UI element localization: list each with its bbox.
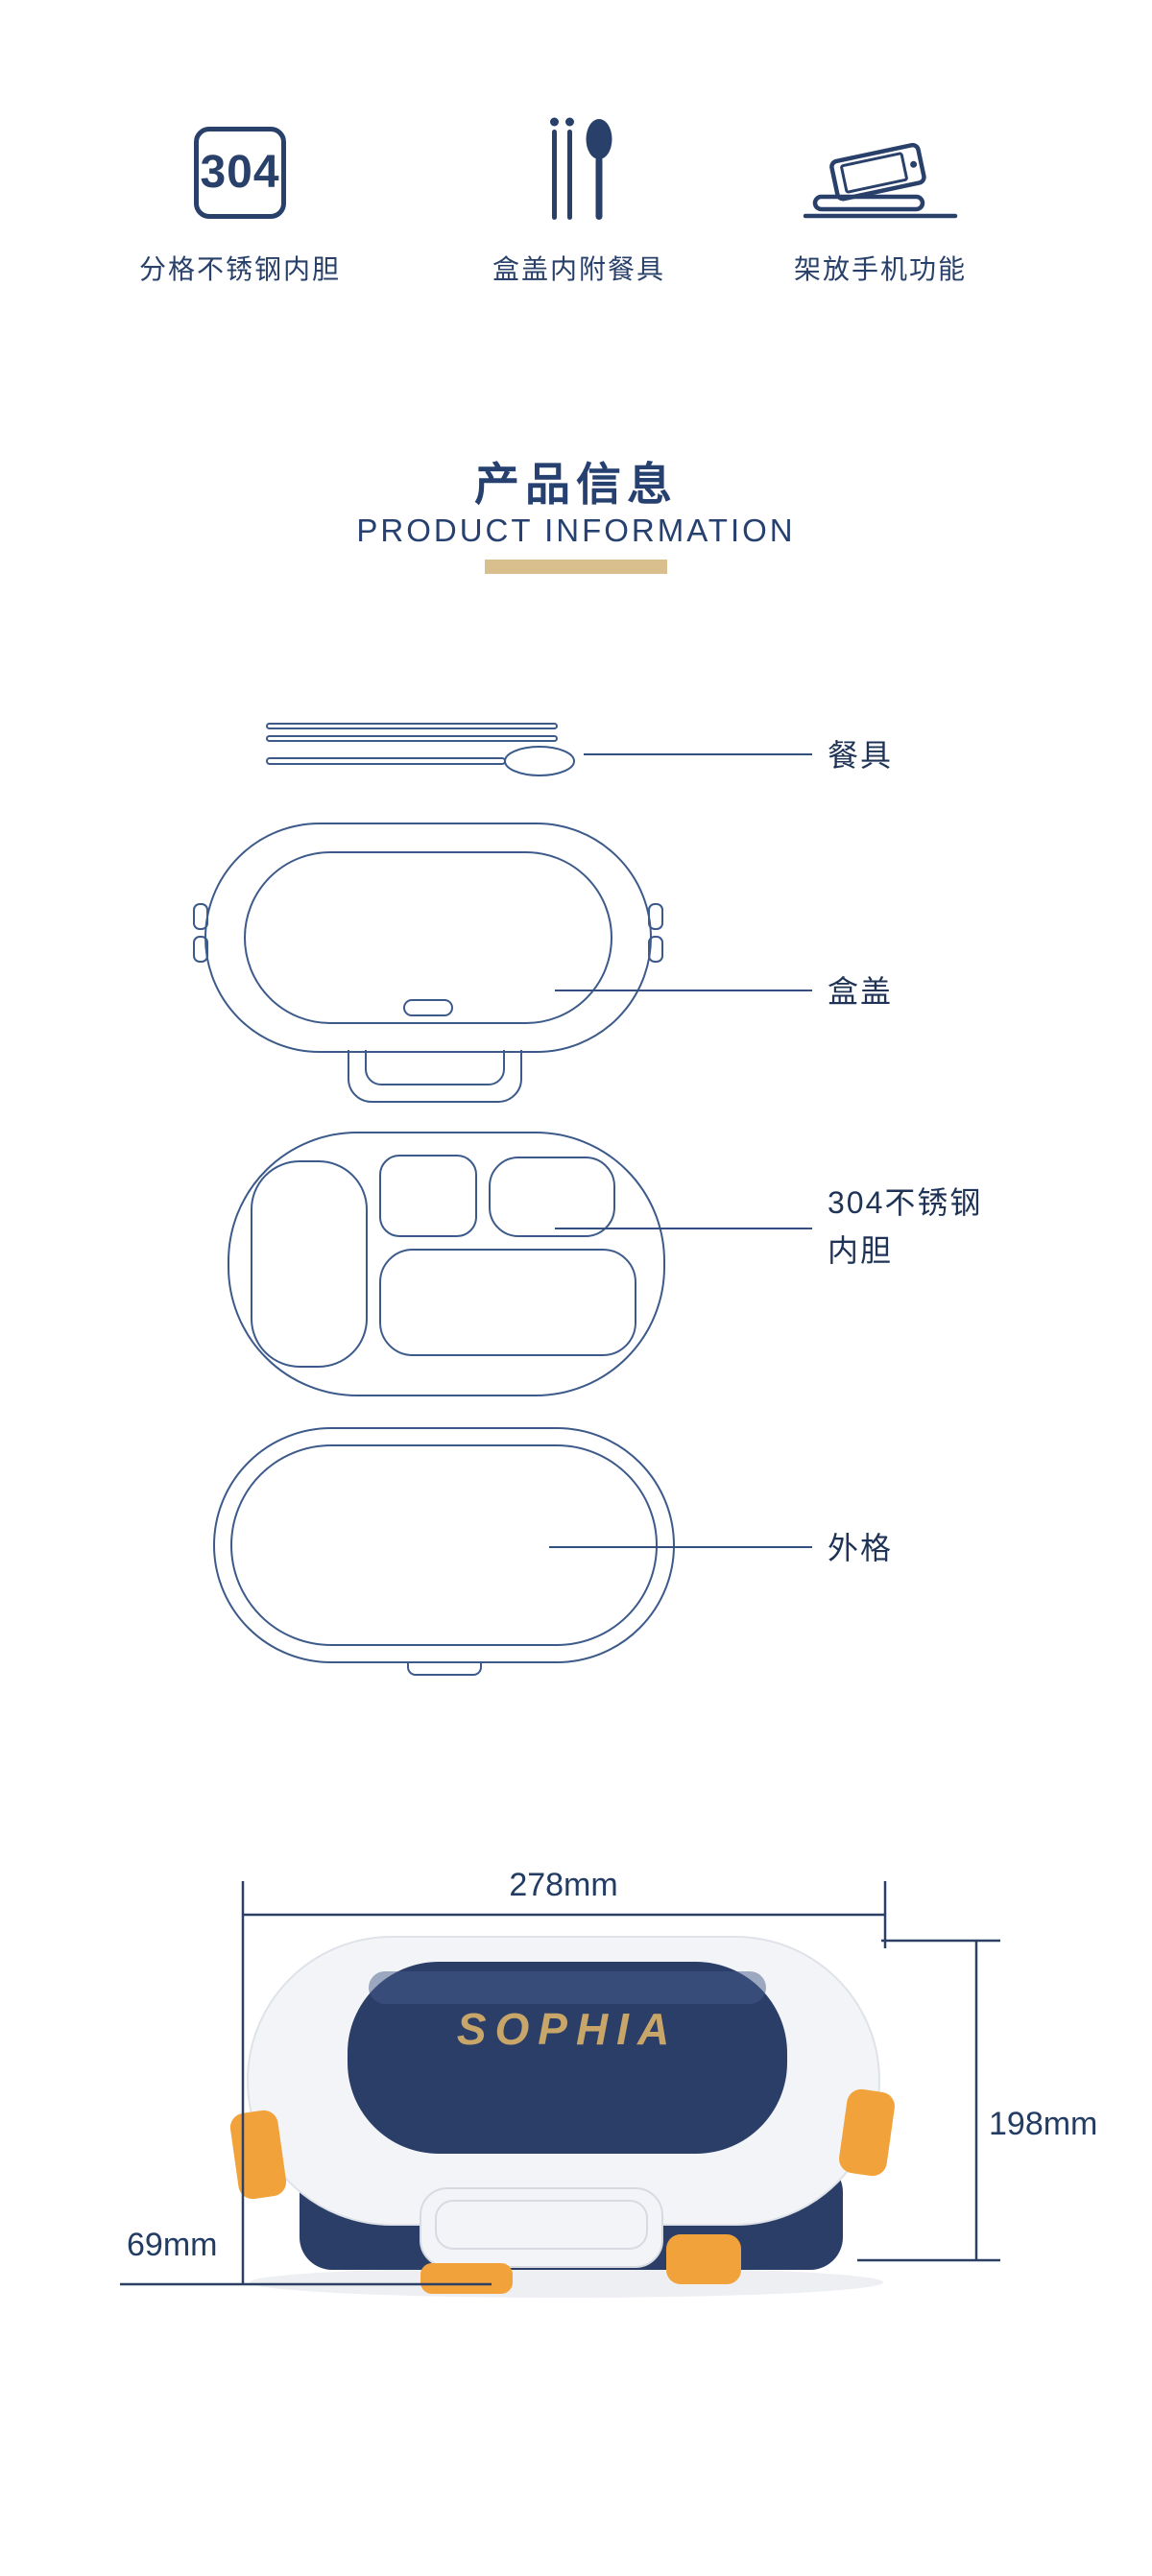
icon-wrap bbox=[492, 107, 665, 237]
icon-wrap bbox=[794, 107, 967, 237]
callout-line-cutlery bbox=[584, 753, 812, 755]
product-photo: SOPHIA bbox=[229, 1936, 895, 2294]
section-title-zh: 产品信息 bbox=[474, 459, 678, 510]
product-top-panel bbox=[348, 1962, 787, 2154]
icon-wrap: 304 bbox=[139, 107, 341, 237]
product-shadow bbox=[250, 2267, 883, 2298]
lid-drawing bbox=[193, 823, 663, 1103]
right-clasp bbox=[839, 2088, 895, 2177]
gold-accent-bar bbox=[485, 560, 667, 574]
product-logo: SOPHIA bbox=[457, 2004, 678, 2054]
callout-line-lid bbox=[555, 990, 812, 991]
cutlery-drawing bbox=[266, 723, 575, 776]
section-title-en: PRODUCT INFORMATION bbox=[356, 513, 796, 548]
feature-phone-stand: 架放手机功能 bbox=[794, 107, 967, 287]
304-badge-text: 304 bbox=[200, 147, 280, 198]
304-badge-icon: 304 bbox=[193, 126, 286, 219]
feature-label-steel-liner: 分格不锈钢内胆 bbox=[138, 254, 342, 284]
feature-label-cutlery: 盒盖内附餐具 bbox=[492, 254, 666, 284]
panel-sheen bbox=[369, 1971, 766, 2004]
part-label-steel-liner-line2: 内胆 bbox=[828, 1233, 894, 1268]
feature-label-phone-stand: 架放手机功能 bbox=[793, 254, 968, 284]
bottom-right-orange-tab bbox=[666, 2234, 741, 2284]
phone-stand-icon bbox=[803, 142, 958, 218]
bottom-handle-inner bbox=[435, 2200, 648, 2250]
callout-line-steel-liner bbox=[555, 1228, 812, 1229]
part-label-steel-liner-line1: 304不锈钢 bbox=[828, 1185, 983, 1220]
part-label-cutlery: 餐具 bbox=[828, 738, 894, 773]
left-clasp bbox=[229, 2110, 287, 2200]
bottom-handle bbox=[420, 2187, 663, 2268]
part-label-steel-liner: 304不锈钢 内胆 bbox=[828, 1179, 982, 1275]
width-dimension-label: 278mm bbox=[509, 1867, 617, 1903]
height-dimension-label: 198mm bbox=[989, 2106, 1097, 2142]
dimension-lines bbox=[120, 1881, 1000, 2286]
callout-line-outer-shell bbox=[549, 1546, 812, 1548]
part-label-lid: 盒盖 bbox=[828, 974, 894, 1009]
dimension-figure: SOPHIA 278mm 198mm 69mm bbox=[120, 1867, 1097, 2298]
steel-liner-drawing bbox=[228, 1132, 665, 1396]
bottom-left-orange-tab bbox=[420, 2263, 513, 2294]
depth-dimension-label: 69mm bbox=[127, 2227, 217, 2263]
cutlery-icon bbox=[549, 117, 612, 220]
part-label-outer-shell: 外格 bbox=[828, 1531, 894, 1565]
feature-cutlery-in-lid: 盒盖内附餐具 bbox=[492, 107, 665, 287]
feature-steel-liner: 304 分格不锈钢内胆 bbox=[139, 107, 341, 287]
outer-shell-drawing bbox=[213, 1427, 675, 1676]
